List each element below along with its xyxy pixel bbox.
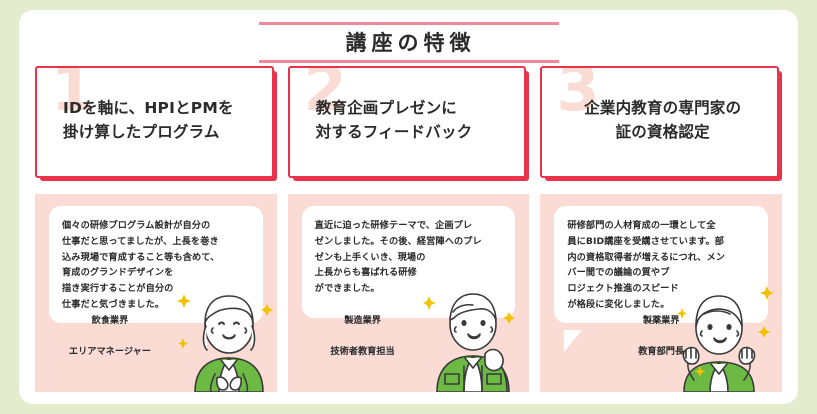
feature-number: 1	[51, 66, 94, 125]
testimonial-caption: 製薬業界 教育部門長	[594, 298, 729, 374]
feature-title: IDを軸に、HPIとPMを 掛け算したプログラム	[37, 96, 272, 144]
header-box: 3 企業内教育の専門家の 証の資格認定	[540, 66, 780, 178]
feature-card-header: 3 企業内教育の専門家の 証の資格認定	[540, 66, 783, 181]
page-title: 講座の特徴	[345, 31, 476, 55]
feature-cards-row: 1 IDを軸に、HPIとPMを 掛け算したプログラム 個々の研修プログラム設計が…	[35, 66, 783, 392]
testimonial-caption: 製造業界 技術者教育担当	[288, 298, 438, 374]
speech-bubble-tail	[564, 330, 583, 352]
content-panel: 講座の特徴 1 IDを軸に、HPIとPMを 掛け算したプログラム 個々の研修プロ…	[19, 10, 798, 404]
caption-industry: 飲食業界	[91, 315, 129, 327]
feature-title: 企業内教育の専門家の 証の資格認定	[542, 96, 777, 144]
feature-card: 1 IDを軸に、HPIとPMを 掛け算したプログラム 個々の研修プログラム設計が…	[35, 66, 277, 392]
feature-card-header: 1 IDを軸に、HPIとPMを 掛け算したプログラム	[35, 66, 277, 181]
testimonial-block: 直近に迫った研修テーマで、企画プレ ゼンしました。その後、経営陣へのプレ ゼンも…	[287, 194, 530, 392]
caption-role: エリアマネージャー	[68, 345, 151, 357]
header-box: 1 IDを軸に、HPIとPMを 掛け算したプログラム	[35, 66, 274, 178]
feature-title-line-2: 対するフィードバック	[315, 123, 473, 142]
caption-role: 技術者教育担当	[330, 345, 395, 357]
feature-title-line-1: 教育企画プレゼンに	[315, 99, 457, 117]
feature-title-line-1: 企業内教育の専門家の	[584, 99, 742, 117]
feature-number: 2	[303, 66, 347, 125]
caption-role: 教育部門長	[638, 345, 685, 357]
title-rule-top	[258, 22, 559, 25]
feature-card: 2 教育企画プレゼンに 対するフィードバック 直近に迫った研修テーマで、企画プレ…	[287, 66, 530, 392]
person-illustration	[176, 294, 273, 392]
caption-industry: 製造業界	[344, 315, 381, 327]
section-title-block: 講座の特徴	[258, 22, 559, 64]
header-box: 2 教育企画プレゼンに 対するフィードバック	[287, 66, 527, 178]
feature-title-line-1: IDを軸に、HPIとPMを	[63, 99, 234, 117]
testimonial-block: 研修部門の人材育成の一環として全 員にBID講座を受講させています。部 内の資格…	[540, 194, 783, 392]
testimonial-block: 個々の研修プログラム設計が自分の 仕事だと思ってましたが、上長を巻き 込み現場で…	[35, 194, 277, 392]
feature-number: 3	[556, 66, 599, 125]
person-illustration	[677, 286, 775, 392]
feature-title-line-2: 掛け算したプログラム	[63, 123, 220, 142]
caption-industry: 製薬業界	[642, 315, 680, 327]
feature-card: 3 企業内教育の専門家の 証の資格認定 研修部門の人材育成の一環として全 員にB…	[540, 66, 783, 392]
testimonial-text: 個々の研修プログラム設計が自分の 仕事だと思ってましたが、上長を巻き 込み現場で…	[62, 220, 220, 311]
title-rule-bottom	[258, 60, 559, 64]
testimonial-text: 研修部門の人材育成の一環として全 員にBID講座を受講させています。部 内の資格…	[567, 220, 726, 311]
testimonial-text: 直近に迫った研修テーマで、企画プレ ゼンしました。その後、経営陣へのプレ ゼンも…	[314, 220, 482, 295]
person-illustration	[423, 293, 516, 392]
feature-card-header: 2 教育企画プレゼンに 対するフィードバック	[287, 66, 530, 181]
feature-title-line-2: 証の資格認定	[615, 123, 710, 142]
testimonial-caption: 飲食業界 エリアマネージャー	[35, 298, 185, 374]
feature-title: 教育企画プレゼンに 対するフィードバック	[290, 96, 525, 144]
